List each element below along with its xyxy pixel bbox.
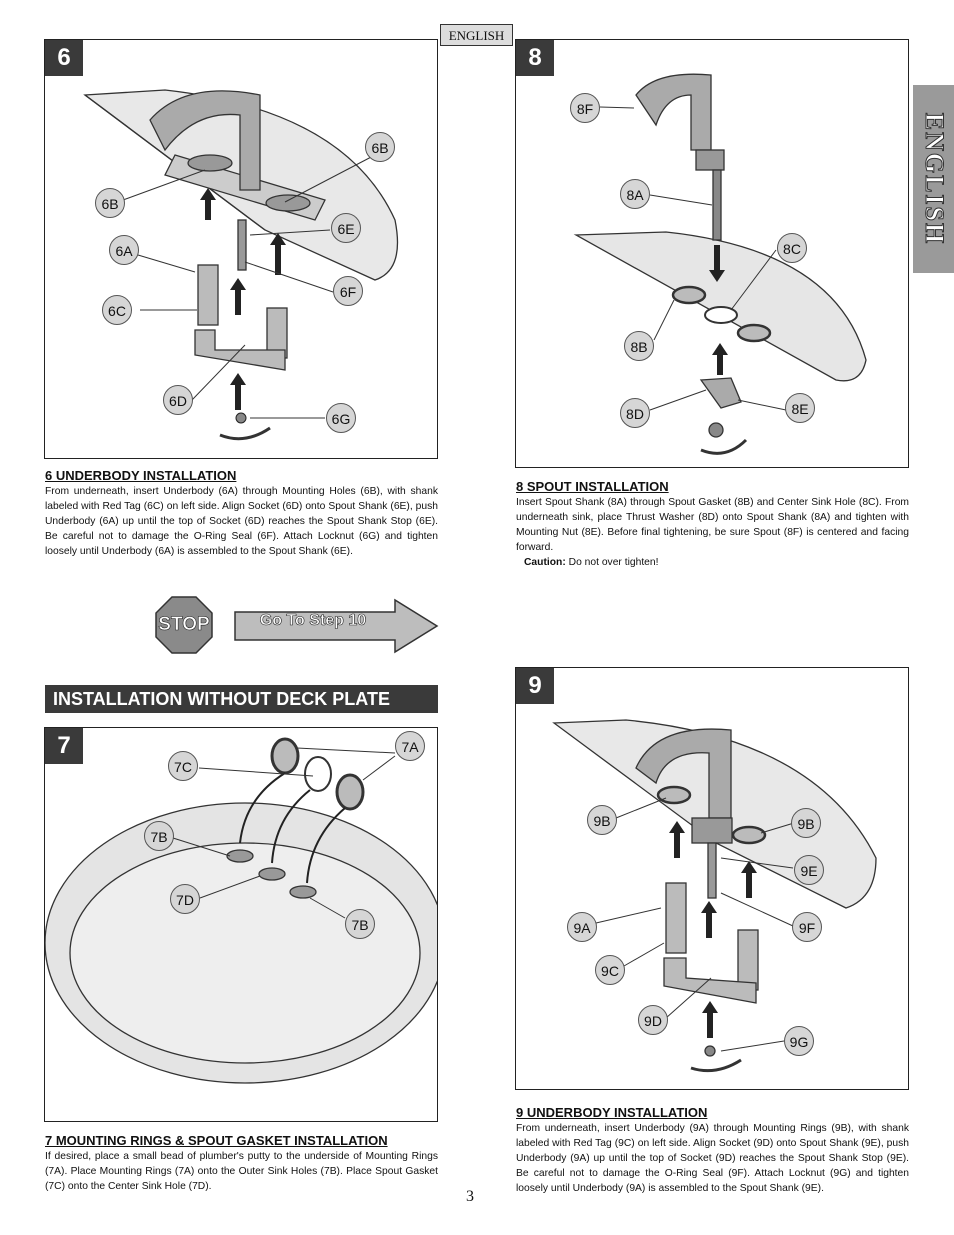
callout-6f: 6F [333,276,363,306]
callout-8b: 8B [624,331,654,361]
callout-8e: 8E [785,393,815,423]
callout-6a: 6A [109,235,139,265]
callout-6e: 6E [331,213,361,243]
callout-7b-right: 7B [345,909,375,939]
step6-figure: 6 [44,39,438,459]
step7-number: 7 [45,728,83,764]
step7-body: If desired, place a small bead of plumbe… [45,1151,438,1192]
step6-body: From underneath, insert Underbody (6A) t… [45,486,438,557]
callout-9d: 9D [638,1005,668,1035]
callout-9c: 9C [595,955,625,985]
callout-6b-right: 6B [365,132,395,162]
step7-caption: 7 MOUNTING RINGS & SPOUT GASKET INSTALLA… [45,1133,438,1194]
callout-9g: 9G [784,1026,814,1056]
step8-figure: 8 8F 8A 8C 8B 8D 8E [515,39,909,468]
step8-title: 8 SPOUT INSTALLATION [516,479,669,494]
callout-8a: 8A [620,179,650,209]
step9-illustration [552,719,877,1073]
callout-7d: 7D [170,884,200,914]
callout-6b-left: 6B [95,188,125,218]
callout-7b-left: 7B [144,821,174,851]
callout-6c: 6C [102,295,132,325]
step9-caption: 9 UNDERBODY INSTALLATION From underneath… [516,1105,909,1196]
step7-figure: 7 7A 7C 7B 7D 7B [44,727,438,1122]
step6-illustration [83,89,399,441]
callout-9a: 9A [567,912,597,942]
step9-title: 9 UNDERBODY INSTALLATION [516,1105,708,1120]
side-language-tab: ENGLISH [913,85,954,273]
step6-number: 6 [45,40,83,76]
callout-8d: 8D [620,398,650,428]
installation-without-deck-plate-banner: INSTALLATION WITHOUT DECK PLATE [45,685,438,713]
step8-body: Insert Spout Shank (8A) through Spout Ga… [516,497,909,553]
step8-caution: Caution: Do not over tighten! [524,557,909,568]
go-to-step-label: Go To Step 10 [259,612,367,630]
callout-6g: 6G [326,403,356,433]
step7-title: 7 MOUNTING RINGS & SPOUT GASKET INSTALLA… [45,1133,388,1148]
step7-illustration [45,737,437,1084]
callout-6d: 6D [163,385,193,415]
step9-figure: 9 9 [515,667,909,1090]
go-arrow [234,598,439,654]
step8-number: 8 [516,40,554,76]
step8-illustration [573,73,867,455]
callout-9b-right: 9B [791,808,821,838]
callout-7c: 7C [168,751,198,781]
step6-caption: 6 UNDERBODY INSTALLATION From underneath… [45,468,438,559]
page-number: 3 [466,1188,474,1205]
language-tab: ENGLISH [440,24,513,46]
stop-label: STOP [158,614,210,636]
step9-body: From underneath, insert Underbody (9A) t… [516,1123,909,1194]
side-language-label: ENGLISH [919,112,949,246]
step9-number: 9 [516,668,554,704]
callout-8f: 8F [570,93,600,123]
callout-8c: 8C [777,233,807,263]
caution-label: Caution: [524,557,566,568]
callout-9e: 9E [794,855,824,885]
callout-9f: 9F [792,912,822,942]
caution-text: Do not over tighten! [565,557,659,568]
step6-title: 6 UNDERBODY INSTALLATION [45,468,237,483]
step8-caption: 8 SPOUT INSTALLATION Insert Spout Shank … [516,479,909,568]
stop-sign [155,596,213,654]
callout-9b-left: 9B [587,805,617,835]
callout-7a: 7A [395,731,425,761]
